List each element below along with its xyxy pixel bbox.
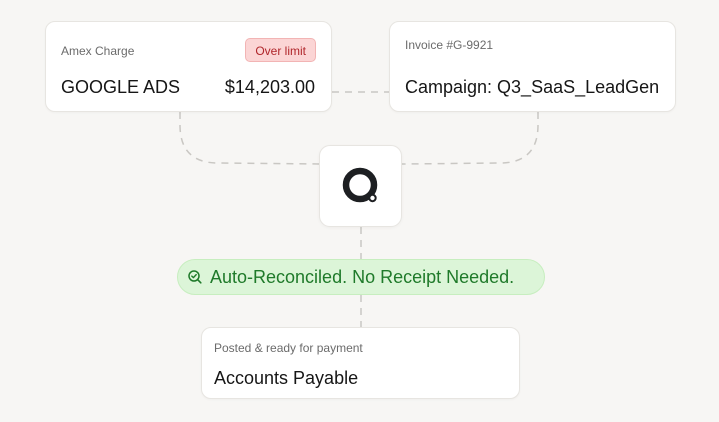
campaign-name: Campaign: Q3_SaaS_LeadGen (405, 77, 660, 97)
accounts-payable-card[interactable]: Posted & ready for payment Accounts Paya… (201, 327, 520, 399)
invoice-card[interactable]: Invoice #G-9921 Campaign: Q3_SaaS_LeadGe… (389, 21, 676, 112)
over-limit-badge: Over limit (245, 38, 316, 62)
charge-amount: $14,203.00 (224, 77, 315, 97)
invoice-number: Invoice #G-9921 (405, 38, 494, 52)
charge-card-label: Amex Charge (61, 44, 135, 58)
merchant-name: GOOGLE ADS (61, 77, 181, 97)
posting-status-label: Posted & ready for payment (214, 341, 363, 355)
status-text: Auto-Reconciled. No Receipt Needed. (210, 266, 515, 287)
charge-card[interactable]: Amex Charge Over limit GOOGLE ADS $14,20… (45, 21, 332, 112)
connector-charge-to-logo (179, 112, 320, 165)
magnifier-check-icon (187, 269, 203, 285)
destination-title: Accounts Payable (214, 368, 359, 388)
connector-invoice-to-logo (401, 112, 539, 165)
q-logo-icon (342, 167, 377, 203)
auto-reconciled-status: Auto-Reconciled. No Receipt Needed. (177, 259, 545, 295)
reconciliation-engine-logo (319, 145, 402, 227)
